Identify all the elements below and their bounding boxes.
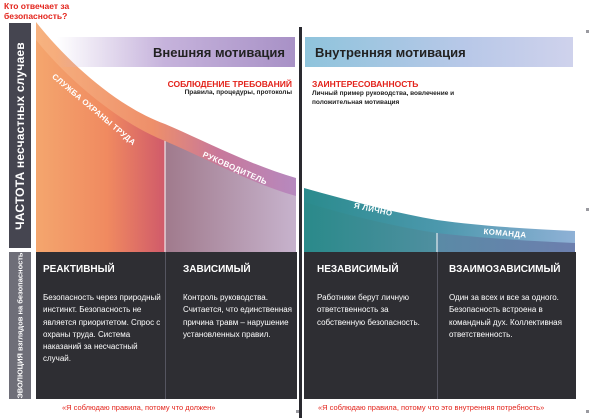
corner-mark [586, 410, 589, 413]
reactive-area [36, 28, 165, 252]
dependent-area [165, 130, 296, 252]
stage-dependent: ЗАВИСИМЫЙ Контроль руководства. Считаетс… [183, 264, 295, 341]
right-curve-ribbon [304, 188, 575, 243]
internal-motivation-banner: Внутренняя мотивация [305, 37, 573, 67]
right-stages-panel [304, 252, 576, 399]
panel-separator-left [165, 252, 166, 399]
corner-mark [296, 410, 299, 413]
external-motivation-banner: Внешняя мотивация [57, 37, 295, 67]
stage-interdependent: ВЗАИМОЗАВИСИМЫЙ Один за всех и все за од… [449, 264, 573, 341]
compliance-block: СОБЛЮДЕНИЕ ТРЕБОВАНИЙ Правила, процедуры… [150, 79, 292, 96]
stage-description: Контроль руководства. Считается, что еди… [183, 293, 293, 339]
y-axis-bar [9, 23, 31, 248]
engagement-block: ЗАИНТЕРЕСОВАННОСТЬ Личный пример руковод… [312, 79, 482, 107]
stage-independent: НЕЗАВИСИМЫЙ Работники берут личную ответ… [317, 264, 429, 329]
engagement-subtitle: Личный пример руководства, вовлечение и … [312, 90, 455, 106]
panel-separator-right [437, 252, 438, 399]
external-motivation-label: Внешняя мотивация [153, 44, 285, 60]
left-curve-ribbon [36, 22, 296, 196]
internal-quote: «Я соблюдаю правила, потому что это внут… [318, 403, 545, 412]
stage-reactive: РЕАКТИВНЫЙ Безопасность через природный … [43, 264, 161, 366]
corner-mark [586, 208, 589, 211]
engagement-title: ЗАИНТЕРЕСОВАННОСТЬ [312, 79, 419, 89]
internal-motivation-label: Внутренняя мотивация [315, 44, 466, 60]
corner-mark [586, 30, 589, 33]
evolution-bar [9, 252, 31, 399]
motivation-divider [299, 27, 302, 418]
stage-title: НЕЗАВИСИМЫЙ [317, 264, 399, 275]
compliance-title: СОБЛЮДЕНИЕ ТРЕБОВАНИЙ [167, 79, 292, 89]
stage-title: ЗАВИСИМЫЙ [183, 264, 251, 275]
compliance-subtitle: Правила, процедуры, протоколы [184, 89, 292, 96]
stage-description: Безопасность через природный инстинкт. Б… [43, 293, 161, 364]
left-stages-panel [36, 252, 297, 399]
external-quote: «Я соблюдаю правила, потому что должен» [62, 403, 216, 412]
stage-description: Один за всех и все за одного. Безопаснос… [449, 293, 562, 339]
stage-title: РЕАКТИВНЫЙ [43, 264, 115, 275]
stage-description: Работники берут личную ответственность з… [317, 293, 420, 327]
stage-title: ВЗАИМОЗАВИСИМЫЙ [449, 264, 561, 275]
safety-question: Кто отвечает за безопасность? [4, 1, 70, 21]
